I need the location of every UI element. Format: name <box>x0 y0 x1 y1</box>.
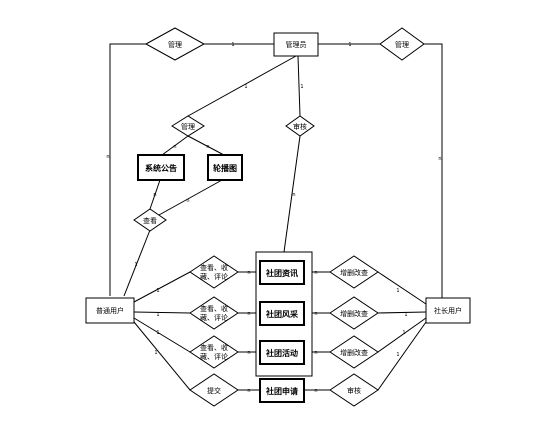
entity-club-activity: 社团活动 <box>259 340 305 365</box>
card-label: n <box>186 198 189 204</box>
entity-label: 轮播图 <box>213 163 237 173</box>
entity-club-apply: 社团申请 <box>259 378 305 403</box>
relation-label: 管理 <box>395 40 409 49</box>
card-label: 1 <box>402 330 405 336</box>
card-label: n <box>173 144 176 150</box>
card-label: n <box>247 388 250 394</box>
card-label: n <box>247 270 250 276</box>
relation-label: 查看、收 <box>200 263 228 272</box>
card-label: 1 <box>231 42 234 48</box>
relation-label: 审核 <box>347 386 361 395</box>
card-label: 1 <box>396 352 399 358</box>
relation-label: 藏、评论 <box>200 272 228 281</box>
relation-label: 管理 <box>168 40 182 49</box>
card-label: 1 <box>396 288 399 294</box>
card-label: 1 <box>404 312 407 318</box>
card-label: n <box>292 192 295 198</box>
relation-manage-left: 管理 <box>144 27 206 61</box>
entity-label: 社团活动 <box>265 348 298 358</box>
relation-manage-right: 管理 <box>379 27 425 61</box>
card-label: 1 <box>134 262 137 268</box>
relation-label: 藏、评论 <box>200 313 228 322</box>
entity-label: 社团风采 <box>265 309 299 319</box>
card-label: 1 <box>244 84 247 90</box>
relation-publish-info: 增删改查 <box>329 255 379 289</box>
card-label: 1 <box>156 288 159 294</box>
relation-label: 查看、收 <box>200 343 228 352</box>
relation-label: 查看 <box>143 216 157 225</box>
entity-announcement: 系统公告 <box>137 154 185 181</box>
relation-audit-top: 审核 <box>285 115 315 137</box>
relation-label: 增删改查 <box>340 268 368 277</box>
card-label: n <box>314 388 317 394</box>
card-label: 1 <box>348 42 351 48</box>
relation-label: 管理 <box>181 122 195 131</box>
relation-view-style: 查看、收 藏、评论 <box>189 296 239 330</box>
relation-label: 审核 <box>293 122 307 131</box>
relation-audit-bottom: 审核 <box>329 373 379 407</box>
card-label: 1 <box>300 84 303 90</box>
card-label: n <box>314 350 317 356</box>
entity-label: 系统公告 <box>145 163 177 173</box>
entity-regular-user: 普通用户 <box>85 297 135 324</box>
relation-view-info: 查看、收 藏、评论 <box>189 255 239 289</box>
entity-label: 管理员 <box>286 40 307 49</box>
relation-publish-style: 增删改查 <box>329 296 379 330</box>
entity-label: 社团申请 <box>265 386 298 396</box>
entity-carousel: 轮播图 <box>207 154 243 181</box>
card-label: n <box>247 350 250 356</box>
card-label: n <box>314 270 317 276</box>
relation-label: 增删改查 <box>340 348 368 357</box>
entity-label: 社团资讯 <box>265 268 298 278</box>
cardinality-labels: n 1 1 n 1 1 n n n n 1 n 1 1 1 1 n n n n … <box>106 42 441 394</box>
relation-label: 藏、评论 <box>200 352 228 361</box>
card-label: n <box>314 311 317 317</box>
entity-label: 社长用户 <box>434 306 462 315</box>
relation-publish-activity: 增删改查 <box>329 335 379 369</box>
card-label: n <box>438 156 441 162</box>
entity-admin: 管理员 <box>273 32 319 57</box>
entity-label: 普通用户 <box>96 306 124 315</box>
entity-club-user: 社长用户 <box>425 297 471 324</box>
card-label: n <box>153 192 156 198</box>
relation-label: 查看、收 <box>200 304 228 313</box>
relation-manage-mid: 管理 <box>171 115 205 137</box>
relation-label: 提交 <box>207 386 221 395</box>
card-label: n <box>247 311 250 317</box>
relation-label: 增删改查 <box>340 309 368 318</box>
connector-lines <box>109 43 443 391</box>
entity-club-style: 社团风采 <box>259 301 305 326</box>
card-label: n <box>206 144 209 150</box>
card-label: 1 <box>156 330 159 336</box>
card-label: 1 <box>156 312 159 318</box>
relation-browse-top: 查看 <box>133 208 167 232</box>
entity-club-info: 社团资讯 <box>259 260 305 285</box>
relation-view-activity: 查看、收 藏、评论 <box>189 335 239 369</box>
card-label: n <box>106 154 109 160</box>
relation-submit: 提交 <box>189 373 239 407</box>
card-label: 1 <box>154 350 157 356</box>
